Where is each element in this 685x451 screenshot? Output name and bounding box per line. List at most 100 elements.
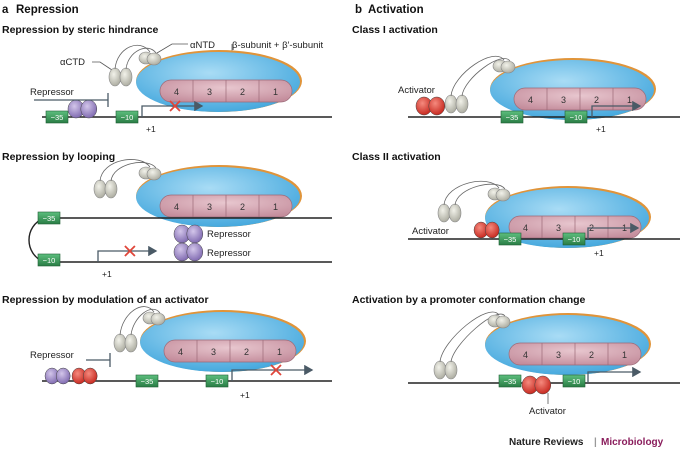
activator-protein (428, 96, 446, 116)
promoter-box-label: −35 (51, 113, 64, 122)
transcription-start-arrow (587, 366, 642, 383)
alpha-ctd (433, 360, 447, 380)
sigma-domain-label: 4 (178, 347, 183, 357)
alpha-ctd (119, 67, 133, 87)
transcription-start-arrow (591, 100, 642, 117)
promoter-box (500, 110, 524, 124)
promoter-box (37, 253, 61, 267)
sigma-domain-label: 4 (523, 350, 528, 360)
alpha-linker (114, 45, 151, 70)
alpha-ctd (448, 203, 462, 223)
promoter-box-label: −35 (506, 113, 519, 122)
alpha-linker (454, 183, 506, 206)
transcription-start-arrow (141, 100, 204, 117)
sigma-domain-label: 2 (240, 87, 245, 97)
promoter-box (205, 374, 229, 388)
activator-protein (534, 375, 552, 395)
sigma-domain-label: 4 (174, 87, 179, 97)
alpha-ntd (495, 188, 511, 202)
promoter-box-label: −35 (504, 377, 517, 386)
sigma-domain-label: 3 (207, 87, 212, 97)
subtitle-modulation: Repression by modulation of an activator (2, 294, 209, 306)
alpha-ctd (93, 179, 107, 199)
credit-separator: | (594, 437, 597, 448)
alpha-linker (439, 311, 500, 363)
alpha-linker (99, 159, 151, 182)
promoter-box (45, 110, 69, 124)
sigma-domain-label: 1 (627, 95, 632, 105)
sigma-domain-label: 3 (556, 223, 561, 233)
promoter-box (564, 110, 588, 124)
promoter-box-label: −10 (43, 256, 56, 265)
subtitle-class-i: Class I activation (352, 24, 438, 36)
subtitle-conformation: Activation by a promoter conformation ch… (352, 294, 586, 306)
alpha-ctd (113, 333, 127, 353)
credit-section: Microbiology (601, 437, 664, 448)
label-actd: αCTD (60, 57, 85, 68)
alpha-ntd (500, 60, 516, 74)
promoter-box (498, 232, 522, 246)
alpha-linker (125, 47, 157, 70)
alpha-linker (130, 308, 161, 336)
alpha-ctd (437, 203, 451, 223)
activator-protein (82, 367, 98, 385)
sigma-domain-label: 1 (622, 350, 627, 360)
alpha-ctd (455, 94, 469, 114)
label-repressor: Repressor (30, 350, 74, 361)
promoter-box (135, 374, 159, 388)
promoter-box (115, 110, 139, 124)
sigma-domain-label: 3 (556, 350, 561, 360)
panel-b-header: b Activation (355, 4, 424, 16)
transcription-start-arrow (97, 245, 158, 262)
sigma-domain-label: 2 (589, 350, 594, 360)
alpha-ctd (124, 333, 138, 353)
subtitle-steric-hindrance: Repression by steric hindrance (2, 24, 159, 36)
sigma-domain-label: 3 (207, 202, 212, 212)
alpha-ctd (108, 67, 122, 87)
promoter-box-label: −35 (43, 214, 56, 223)
label-repressor: Repressor (207, 248, 251, 259)
subtitle-looping: Repression by looping (2, 151, 115, 163)
journal-credit: Nature Reviews | Microbiology (509, 437, 664, 448)
repressor-protein (186, 242, 204, 262)
promoter-box-label: −10 (570, 113, 583, 122)
label-antd: αNTD (190, 40, 215, 51)
label-plus-one: +1 (594, 248, 604, 258)
alpha-ntd (150, 312, 166, 326)
subtitle-class-ii: Class II activation (352, 151, 441, 163)
promoter-box-label: −10 (568, 377, 581, 386)
promoter-box-label: −10 (121, 113, 134, 122)
blocked-transcription-cross (124, 245, 136, 257)
promoter-box-label: −35 (504, 235, 517, 244)
label-plus-one: +1 (596, 124, 606, 134)
activator-protein (484, 221, 500, 239)
promoter-box (562, 374, 586, 388)
transcription-start-arrow (587, 222, 640, 239)
promoter-box-label: −10 (568, 235, 581, 244)
inhibition-bar (34, 93, 109, 107)
label-plus-one: +1 (146, 124, 156, 134)
label-activator: Activator (412, 226, 449, 237)
alpha-ntd (495, 315, 511, 329)
panel-a-title: Repression (16, 4, 79, 16)
label-beta-subunits: β-subunit + β′-subunit (232, 40, 323, 51)
panel-a-header: a Repression (2, 4, 79, 16)
alpha-ntd (146, 167, 162, 181)
alpha-ntd (146, 52, 162, 66)
label-activator: Activator (398, 85, 435, 96)
label-repressor: Repressor (30, 87, 74, 98)
alpha-ctd (444, 94, 458, 114)
blocked-transcription-cross (169, 100, 181, 112)
sigma-domain-label: 2 (244, 347, 249, 357)
inhibition-bar (86, 353, 111, 367)
label-plus-one: +1 (240, 390, 250, 400)
alpha-ctd (444, 360, 458, 380)
alpha-linker (461, 58, 511, 97)
promoter-box (37, 211, 61, 225)
